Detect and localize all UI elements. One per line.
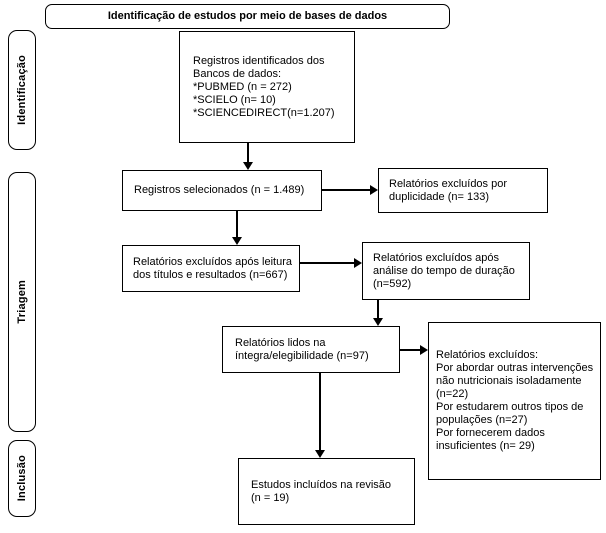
- stage-inclusao-label: Inclusão: [16, 455, 28, 502]
- box-excluded-duplicates: Relatórios excluídos por duplicidade (n=…: [378, 168, 548, 213]
- arrow-titles-to-duration: [300, 262, 354, 264]
- stage-identificacao-label: Identificação: [16, 55, 28, 125]
- arrow-screened-to-titles: [236, 211, 238, 238]
- arrow-screened-to-duplicates: [322, 189, 370, 191]
- arrow-fulltext-to-included-head: [315, 450, 325, 458]
- stage-triagem-label: Triagem: [16, 280, 28, 324]
- arrow-screened-to-duplicates-head: [370, 185, 378, 195]
- arrow-titles-to-duration-head: [354, 258, 362, 268]
- box-excluded-reasons-text: Relatórios excluídos: Por abordar outras…: [436, 349, 594, 452]
- box-full-text-read: Relatórios lidos na íntegra/elegibilidad…: [222, 326, 400, 373]
- arrow-screened-to-titles-head: [232, 237, 242, 245]
- stage-triagem: Triagem: [8, 172, 36, 432]
- arrow-fulltext-to-reasons-head: [420, 345, 428, 355]
- stage-identificacao: Identificação: [8, 30, 36, 150]
- arrow-fulltext-to-included: [319, 373, 321, 451]
- arrow-identified-to-screened-head: [243, 162, 253, 170]
- arrow-identified-to-screened: [247, 143, 249, 163]
- box-records-screened-text: Registros selecionados (n = 1.489): [134, 184, 305, 196]
- box-excluded-duration: Relatórios excluídos após análise do tem…: [362, 242, 530, 300]
- box-excluded-duration-text: Relatórios excluídos após análise do tem…: [373, 251, 515, 290]
- box-excluded-duplicates-text: Relatórios excluídos por duplicidade (n=…: [389, 177, 508, 203]
- box-excluded-titles-text: Relatórios excluídos após leitura dos tí…: [133, 255, 292, 281]
- title-banner: Identificação de estudos por meio de bas…: [45, 4, 450, 29]
- box-included-studies: Estudos incluídos na revisão (n = 19): [238, 458, 415, 525]
- box-records-screened: Registros selecionados (n = 1.489): [122, 170, 322, 211]
- box-excluded-titles: Relatórios excluídos após leitura dos tí…: [122, 245, 300, 292]
- box-records-identified-text: Registros identificados dos Bancos de da…: [193, 54, 335, 119]
- arrow-fulltext-to-reasons: [400, 349, 421, 351]
- box-full-text-read-text: Relatórios lidos na íntegra/elegibilidad…: [235, 336, 369, 362]
- stage-inclusao: Inclusão: [8, 440, 36, 517]
- arrow-duration-to-fulltext: [377, 300, 379, 319]
- box-records-identified: Registros identificados dos Bancos de da…: [179, 31, 355, 143]
- arrow-duration-to-fulltext-head: [373, 318, 383, 326]
- box-excluded-reasons: Relatórios excluídos: Por abordar outras…: [428, 322, 601, 480]
- title-banner-label: Identificação de estudos por meio de bas…: [107, 10, 388, 22]
- box-included-studies-text: Estudos incluídos na revisão (n = 19): [251, 478, 392, 504]
